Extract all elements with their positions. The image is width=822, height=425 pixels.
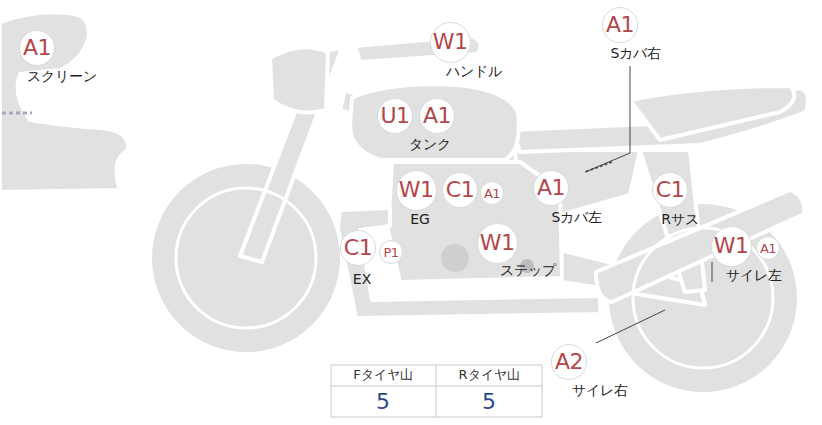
part-name: サイレ左 (726, 267, 782, 284)
leader-line (585, 162, 612, 172)
callout-code: W1 (399, 179, 434, 201)
part-name: EX (353, 271, 371, 288)
callout-circle: A1 (602, 7, 638, 43)
screen (0, 12, 128, 192)
callout-code: A1 (423, 105, 451, 127)
part-name: サイレ右 (572, 382, 628, 399)
callout-code: A1 (606, 14, 634, 36)
table-header: Fタイヤ山 (353, 367, 412, 383)
leader-line (596, 310, 665, 343)
callout-code: A2 (555, 351, 583, 373)
callout-code: A1 (760, 242, 776, 255)
callout-circle: A1 (19, 30, 55, 66)
callout-circle: C1 (340, 230, 376, 266)
callout-circle: W1 (430, 22, 471, 63)
callout-circle: A1 (533, 170, 569, 206)
callout-circle: A2 (551, 344, 587, 380)
engine-cover (441, 244, 469, 272)
callout-code: A1 (537, 177, 565, 199)
callout-code: C1 (344, 237, 372, 259)
part-name: Rサス (661, 211, 699, 228)
part-name: EG (410, 211, 430, 228)
tire-tread-table (331, 365, 542, 417)
callout-code: P1 (383, 246, 398, 259)
callout-code: W1 (714, 235, 749, 257)
front-fork (240, 48, 342, 262)
callout-circle: A1 (480, 181, 504, 205)
table-value: 5 (482, 389, 496, 415)
part-name: スクリーン (27, 68, 97, 85)
callout-circle: P1 (379, 240, 403, 264)
part-name: Sカバ左 (552, 209, 603, 226)
part-name: ステップ (500, 262, 556, 279)
headlight (270, 47, 328, 112)
callout-code: U1 (380, 105, 409, 127)
leader-line (712, 262, 713, 282)
leader-line (2, 112, 32, 115)
callout-circle: A1 (419, 98, 455, 134)
callout-circle: W1 (396, 170, 437, 211)
callout-circle: W1 (477, 223, 518, 264)
part-name: Sカバ右 (611, 45, 662, 62)
callout-code: C1 (656, 179, 684, 201)
callout-circle: C1 (442, 172, 478, 208)
callout-circle: U1 (377, 98, 413, 134)
callout-code: W1 (480, 232, 515, 254)
callout-code: A1 (23, 37, 51, 59)
callout-code: W1 (433, 31, 468, 53)
tail-cowl (630, 86, 794, 140)
table-header: Rタイヤ山 (458, 367, 519, 383)
callout-circle: W1 (711, 226, 752, 267)
callout-circle: C1 (652, 172, 688, 208)
part-name: ハンドル (446, 63, 502, 80)
fuel-tank (350, 84, 519, 160)
callout-code: A1 (484, 187, 500, 200)
callout-code: C1 (446, 179, 474, 201)
callout-circle: A1 (756, 236, 780, 260)
table-value: 5 (376, 389, 390, 415)
leader-line (585, 66, 630, 172)
part-name: タンク (409, 136, 451, 153)
